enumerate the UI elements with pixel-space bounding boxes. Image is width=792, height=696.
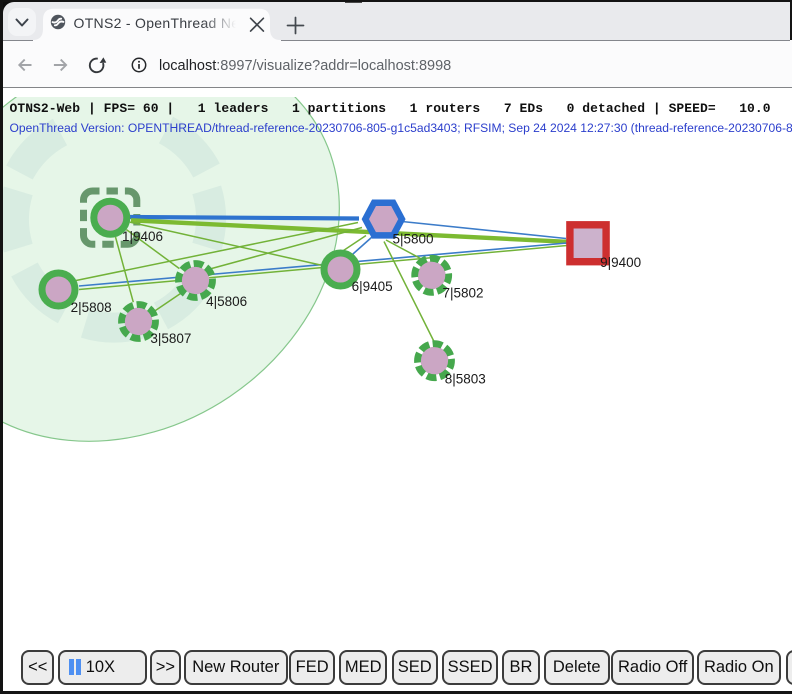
svg-text:9|9400: 9|9400 [600,255,641,270]
svg-text:6|9405: 6|9405 [352,279,393,294]
svg-text:4|5806: 4|5806 [206,294,247,309]
svg-text:7|5802: 7|5802 [443,285,484,300]
svg-text:1|9406: 1|9406 [122,229,163,244]
svg-text:5|5800: 5|5800 [393,231,434,246]
svg-text:2|5808: 2|5808 [71,300,112,315]
svg-text:3|5807: 3|5807 [150,331,191,346]
svg-text:8|5803: 8|5803 [445,371,486,386]
